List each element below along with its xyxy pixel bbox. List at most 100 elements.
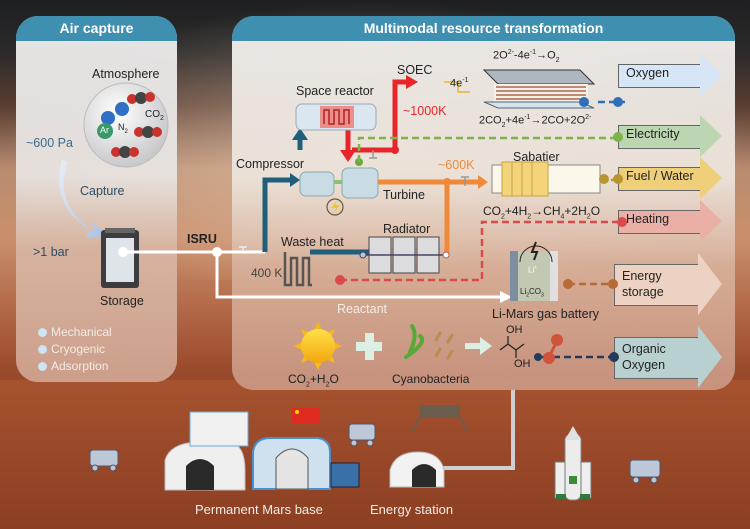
storage-label: Storage — [100, 294, 144, 308]
isru-label: ISRU — [187, 232, 217, 246]
temp-1000k-label: ~1000K — [403, 104, 447, 118]
co2-molecule-icon — [127, 92, 155, 104]
electron-label: 4e-1 — [450, 77, 469, 90]
output-electricity: Electricity — [618, 115, 722, 157]
permanent-base-label: Permanent Mars base — [195, 502, 323, 517]
waste-heat-label: Waste heat — [281, 235, 344, 249]
space-reactor-icon — [295, 103, 377, 131]
valve-icon — [461, 176, 469, 186]
li2co3-label: Li2CO3 — [520, 287, 544, 299]
capture-arrow-icon — [59, 160, 108, 238]
organic-oxygen-dot — [609, 352, 619, 362]
sun-icon — [294, 322, 342, 370]
base-connector-icon — [330, 462, 360, 488]
capture-label: Capture — [80, 184, 125, 198]
valve-icon — [369, 150, 377, 159]
electricity-dot — [613, 132, 623, 142]
atmosphere-label: Atmosphere — [92, 67, 160, 81]
output-arrow-head-icon — [700, 200, 722, 242]
output-arrow-body — [614, 264, 700, 306]
energy-station-label: Energy station — [370, 502, 454, 517]
method-cryogenic: Cryogenic — [51, 342, 106, 356]
li-mars-battery-icon — [510, 241, 558, 301]
output-arrow-head-icon — [700, 157, 722, 199]
output-arrow-body — [618, 125, 700, 149]
rocket-icon — [554, 426, 592, 501]
isru-flow-lines — [123, 250, 500, 299]
energy-station-connector — [443, 390, 515, 470]
co2-molecule-icon — [134, 126, 162, 138]
plus-icon — [356, 333, 382, 360]
turbine-icon — [341, 167, 379, 199]
method-mechanical: Mechanical — [51, 325, 112, 339]
cyanobacteria-label: Cyanobacteria — [392, 372, 470, 386]
output-arrow-body — [618, 64, 700, 88]
output-arrow-head-icon — [698, 253, 722, 315]
output-arrow-head-icon — [700, 54, 722, 96]
storage-tank-icon — [101, 228, 139, 288]
ar-atom-icon — [97, 123, 113, 139]
li-ion-label: Li+ — [528, 265, 538, 275]
temp-600k-label: ~600K — [438, 158, 475, 172]
bullet-icon — [38, 345, 47, 354]
multimodal-title: Multimodal resource transformation — [232, 16, 735, 41]
co2-label: CO2 — [145, 109, 164, 122]
process-arrow-icon — [465, 337, 492, 355]
diol-oh-bottom: OH — [514, 358, 531, 370]
output-heating: Heating — [618, 200, 722, 242]
electricity-link — [357, 136, 625, 162]
compressor-icon — [299, 171, 335, 197]
rover-icon — [348, 423, 376, 447]
space-reactor-label: Space reactor — [296, 84, 374, 98]
n2-molecule-icon — [101, 102, 129, 125]
lightning-icon — [530, 241, 539, 261]
waste-heat-coil-icon — [283, 252, 312, 287]
bullet-icon — [38, 362, 47, 371]
mars-base-habitat-icon — [164, 411, 249, 491]
rover-icon — [89, 449, 119, 472]
mars-ground — [0, 380, 750, 529]
cyanobacteria-icon — [404, 324, 425, 359]
china-flag-icon — [292, 408, 320, 423]
method-adsorption: Adsorption — [51, 359, 109, 373]
battery-label: Li-Mars gas battery — [492, 307, 599, 321]
diol-structure-icon — [499, 336, 525, 358]
oxygen-dot — [613, 97, 623, 107]
o2-molecule-icon — [543, 334, 563, 364]
output-oxygen-label: Oxygen — [626, 66, 670, 80]
co2-h2o-label: CO2+H2O — [288, 372, 339, 389]
compressor-label: Compressor — [236, 157, 305, 171]
soec-label: SOEC — [397, 63, 433, 77]
electron-path — [444, 81, 470, 93]
bacteria-cells-icon — [434, 331, 454, 360]
generator-lightning-icon — [326, 198, 344, 216]
rover-icon — [629, 459, 661, 484]
n2-label: N2 — [118, 122, 128, 135]
sabatier-reactor-icon — [491, 161, 601, 197]
energy-station-icon — [389, 451, 445, 488]
lander-icon — [411, 405, 469, 433]
co2-molecule-icon — [111, 146, 139, 158]
sabatier-equation: CO2+4H2→CH4+2H2O — [483, 204, 601, 221]
output-arrow-body — [614, 337, 700, 379]
atmosphere-sphere-icon — [83, 82, 169, 168]
output-fuel-water-label: Fuel / Water — [626, 169, 694, 183]
output-heating-label: Heating — [626, 212, 670, 226]
diol-oh-top: OH — [506, 324, 523, 336]
output-arrow-body — [618, 167, 700, 191]
heating-link — [340, 220, 622, 282]
radiator-label: Radiator — [383, 222, 431, 236]
bullet-icon — [38, 328, 47, 337]
output-fuel-water: Fuel / Water — [618, 157, 722, 199]
soec-anode-equation: 2O2--4e-1→O2 — [493, 49, 560, 64]
output-arrow-body — [618, 210, 700, 234]
output-arrow-head-icon — [698, 326, 722, 388]
mars-base-module-icon — [252, 437, 331, 490]
reactant-label: Reactant — [337, 302, 388, 316]
turbine-label: Turbine — [383, 188, 425, 202]
